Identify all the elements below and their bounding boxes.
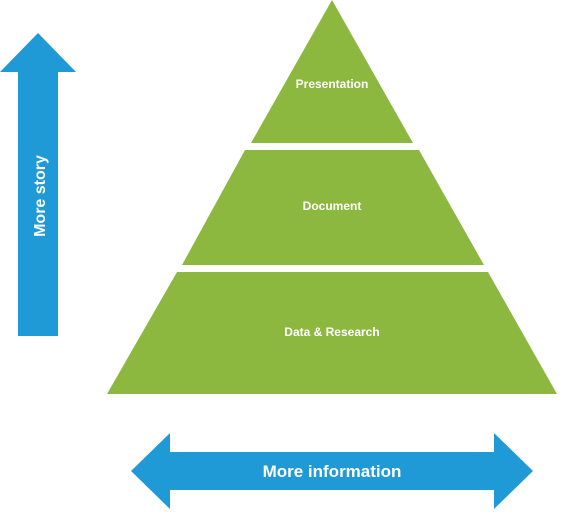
tier-label-data-research: Data & Research [284,325,379,339]
double-arrow-shape [131,433,533,509]
pyramid-tier-data-research [107,272,557,394]
pyramid-tier-document [182,150,484,265]
tier-label-document: Document [303,199,362,213]
pyramid-tier-presentation [251,0,413,143]
up-arrow-shape [0,33,76,336]
more-story-label: More story [32,155,49,237]
more-information-label: More information [263,462,402,481]
more-information-arrow: More information [131,433,533,509]
pyramid: Presentation Document Data & Research [107,0,557,394]
tier-label-presentation: Presentation [296,77,369,91]
more-story-arrow: More story [0,33,76,336]
